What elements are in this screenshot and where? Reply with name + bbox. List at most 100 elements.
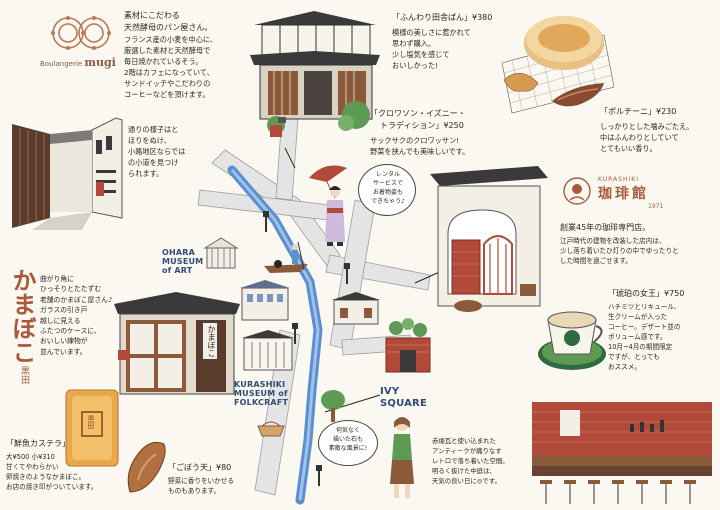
coffee-bar-line: レトロで落ち着いた空間。 [432, 457, 509, 465]
mugi-desc-line: 素材にこだわる [124, 11, 180, 20]
bread1-title: 「ふんわり田舎ぱん」¥380 [392, 13, 493, 22]
coffee-desc-line: 少し落ち着いたひ灯りの中でゆったりと [560, 247, 679, 255]
kamaboko-shop-illustration [114, 292, 240, 395]
street-lamp-icon [344, 263, 350, 284]
coffee-bar-illustration [532, 402, 712, 504]
coffee-menu-line: 生クリームが入った [608, 313, 668, 321]
alley-line: ほりをぬけ、 [128, 136, 171, 145]
kamaboko-desc: 曲がり角に ひっそりとたたずむ 老舗のかまぼこ屋さん♪ ガラスの引き戸 越しに見… [40, 274, 140, 357]
girl-bubble-line: 素敵な風景に! [328, 445, 368, 452]
ohara-label-line: OHARA [162, 248, 196, 257]
basket-icon [257, 421, 285, 437]
stamp-text: 黒田 [87, 415, 95, 429]
mugi-description: 素材にこだわる 天然酵母のパン屋さん。 フランス産の小麦を中心に、 厳選した素材… [124, 10, 244, 100]
kamaboko-desc-line: ガラスの引き戸 [40, 306, 88, 315]
bread1-line: おいしかった! [392, 61, 439, 70]
alley-text: 通りの様子はと ほりをぬけ、 小路地区ならでは の小道を見つけ られます。 [128, 124, 228, 179]
rental-text: レンタル サービスで お着物姿も できちゃう♪ [362, 170, 414, 206]
rental-line: レンタル [375, 171, 400, 178]
coffee-bar-line: アンティークが織りなす [432, 447, 502, 455]
coffee-headline: 創業45年の珈琲専門店。 [560, 223, 651, 232]
coffee-bar-line: 明るく抜けた中庭は、 [432, 467, 496, 475]
kamaboko-desc-line: 曲がり角に [40, 275, 74, 283]
coffee-desc-line: 江戸時代の建物を改装した店内は、 [560, 237, 666, 245]
coffee-logo-icon [563, 177, 591, 205]
logo-small-text: Boulangerie [40, 60, 83, 68]
coffee-menu-line: ハチミツとリキュール、 [608, 303, 681, 311]
ohara-label-line: MUSEUM [162, 257, 204, 266]
bread2-line: 野菜を挟んでも美味しいです。 [370, 147, 470, 156]
tree-icon [321, 390, 345, 422]
coffee-menu-line: コーヒー。デザート並の [608, 323, 681, 331]
folk-label-line: FOLKCRAFT [234, 398, 289, 407]
alley-line: 小路地区ならでは [128, 147, 186, 156]
mugi-desc-line: コーヒーなどを頂けます。 [124, 90, 210, 99]
castella-line: 甘くてやわらかい [6, 463, 59, 471]
folk-label-line: MUSEUM of [234, 389, 288, 398]
mugi-desc-line: 天然酵母のパン屋さん。 [124, 23, 213, 32]
folkcraft-museum-label[interactable]: KURASHIKI MUSEUM of FOLKCRAFT [234, 380, 288, 407]
bread3-card: 「ポルチーニ」¥230 しっかりとした噛みごたえ。 中はふんわりとしていて とて… [600, 106, 718, 154]
girl-bubble-line: 描いた石も [332, 436, 363, 443]
bakery-building-illustration [250, 11, 380, 137]
ohara-museum-icon [203, 237, 239, 269]
girl-bubble [318, 420, 378, 466]
alley-illustration [12, 117, 123, 230]
coffee-info: 創業45年の珈琲専門店。 江戸時代の建物を改装した店内は、 少し落ち着いたひ灯り… [560, 222, 718, 266]
coffee-cup-illustration [538, 311, 606, 370]
girl-bubble-text: 何気なく 描いた石も 素敵な風景に! [320, 426, 376, 453]
ohara-museum-label[interactable]: OHARA MUSEUM of ART [162, 248, 203, 275]
goboten-title: 「ごぼう天」¥80 [168, 463, 232, 472]
ivy-square-illustration [385, 318, 431, 373]
coffee-menu-line: ボリューム感です。 [608, 333, 667, 341]
shop-sign-text: かまぼこ [207, 325, 216, 357]
castella-line: 卵焼きのようなかまぼこ。 [6, 473, 86, 481]
bread2-line: サックサクのクロワッサン! [370, 136, 460, 145]
coffee-bar-line: 赤煉瓦と使い込まれた [432, 437, 496, 445]
coffee-bar-line: 天気の良い日に◎です。 [432, 477, 501, 485]
bread3-title: 「ポルチーニ」¥230 [600, 107, 677, 116]
canal-boat-illustration [264, 241, 308, 273]
goboten-line: ものもあります。 [168, 487, 221, 495]
alley-line: 通りの様子はと [128, 125, 179, 134]
castella-illustration [65, 389, 119, 467]
street-lamp-icon [316, 465, 322, 486]
kimono-lady-illustration [309, 165, 347, 246]
alley-line: られます。 [128, 169, 164, 178]
mugi-desc-line: サンドイッチやこだわりの [124, 79, 211, 88]
bread-illustration [501, 16, 615, 114]
logo-name: mugi [84, 56, 116, 69]
brand-en: KURASHIKI [598, 176, 639, 183]
kamaboko-desc-line: 越しに見える [40, 316, 81, 325]
bread2-title: 「クロワソン・イズニー・ [370, 109, 466, 118]
goboten-line: 野菜に香りをいかせる [168, 477, 234, 485]
mugi-logo: Boulangerie mugi [40, 12, 120, 69]
coffee-house-gate-illustration [430, 166, 548, 312]
brand-year: 1971 [648, 203, 664, 210]
kamaboko-desc-line: 並んでいます。 [40, 347, 87, 356]
folk-label-line: KURASHIKI [234, 380, 286, 389]
mugi-desc-line: 毎日焼かれているそう。 [124, 57, 203, 66]
coffee-desc-line: した時間を過ごせます。 [560, 257, 632, 265]
castella-title: 「鮮魚カステラ」 [6, 439, 70, 448]
kamaboko-desc-line: 老舗のかまぼこ屋さん♪ [40, 295, 113, 304]
bread2-title: トラディション」¥250 [380, 121, 464, 130]
ohara-label-line: of ART [162, 266, 193, 275]
kamaboko-title: かまぼこ [6, 268, 37, 364]
alley-line: の小道を見つけ [128, 158, 179, 167]
mugi-desc-line: フランス産の小麦を中心に、 [124, 35, 218, 44]
coffee-menu-line: ですが、とっても [608, 353, 660, 361]
wheat-ring-icon [51, 16, 111, 50]
street-lamp-icon [263, 211, 269, 232]
shop-sign: かまぼこ [202, 322, 218, 360]
mugi-desc-line: 厳選した素材と天然酵母で [124, 46, 211, 55]
girl-illustration [390, 417, 414, 498]
coffee-brand: KURASHIKI 珈琲館 1971 [598, 176, 688, 210]
ivy-label-line: SQUARE [380, 398, 427, 409]
ivy-square-label[interactable]: IVY SQUARE [380, 386, 427, 410]
kamaboko-desc-line: ふたつのケースに、 [40, 327, 101, 336]
coffee-bar-text: 赤煉瓦と使い込まれた アンティークが織りなす レトロで落ち着いた空間。 明るく抜… [432, 436, 532, 486]
coffee-menu-line: おススメ。 [608, 363, 641, 371]
kamaboko-desc-line: おいしい練物が [40, 337, 88, 346]
kamaboko-title-text: かまぼこ [8, 268, 37, 364]
